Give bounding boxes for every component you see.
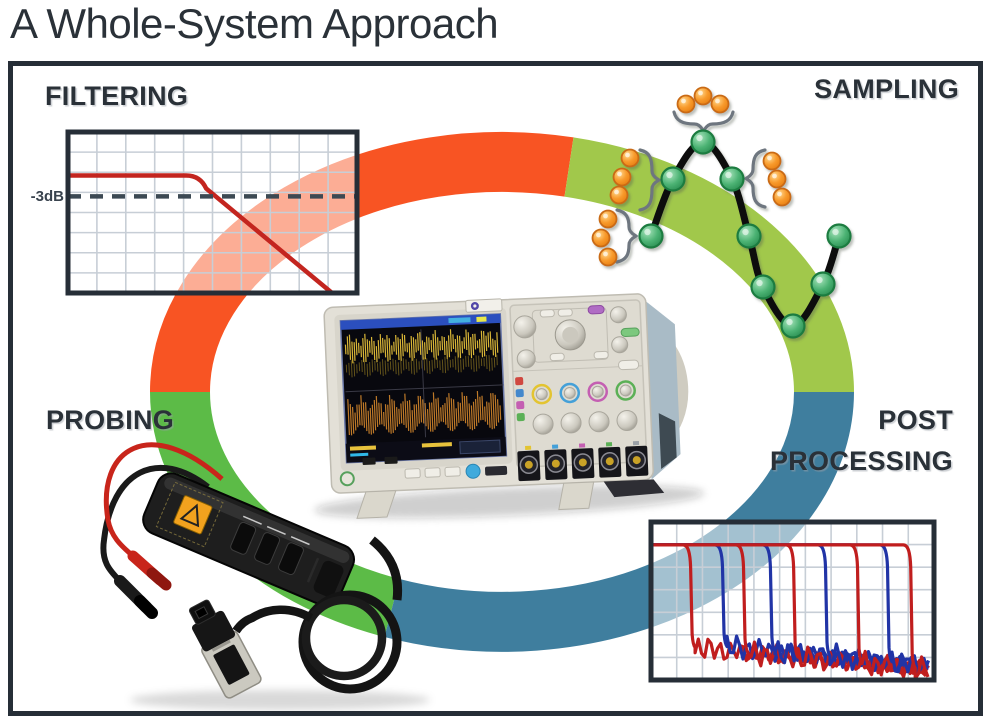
- adc-sample-dot: [767, 169, 787, 189]
- chart-border: [65, 129, 360, 296]
- probe-cable: [369, 536, 403, 601]
- threshold-label: -3dB: [30, 188, 64, 205]
- scope-knob: [560, 412, 582, 434]
- brace: [615, 208, 639, 264]
- warning-label: [173, 495, 213, 535]
- adc-sample-dot: [676, 94, 696, 114]
- probe-cable: [232, 605, 314, 634]
- section-label-filtering: FILTERING: [45, 81, 189, 111]
- adc-sample-dot: [762, 151, 782, 171]
- sample-dot: [719, 166, 745, 192]
- scope-touch-button: [465, 463, 481, 479]
- probe-switch: [278, 542, 304, 576]
- brace: [638, 148, 662, 212]
- section-label-post-processing: POST PROCESSING: [770, 400, 953, 482]
- scope-knob: [588, 411, 610, 433]
- warning-icon: [179, 503, 200, 528]
- scope-button: [618, 359, 640, 371]
- scope-foot: [558, 481, 595, 511]
- scope-button: [593, 350, 609, 360]
- filtering-chart: [65, 129, 360, 296]
- scope-button: [424, 467, 441, 478]
- section-label-sampling: SAMPLING: [814, 74, 959, 104]
- adc-sample-dot: [620, 148, 640, 168]
- brace: [672, 110, 735, 134]
- scope-save-button: [587, 305, 605, 315]
- probe-black-lead: [100, 464, 210, 584]
- page-title: A Whole-System Approach: [10, 0, 499, 47]
- scope-button: [444, 466, 461, 477]
- probe-photo: [100, 442, 430, 710]
- filter-bank-trace-blue: [651, 543, 929, 675]
- adc-sample-dot: [591, 228, 611, 248]
- brace: [743, 148, 767, 209]
- sample-dot: [750, 274, 776, 300]
- scope-knob: [516, 349, 536, 369]
- adc-sample-dot: [598, 209, 618, 229]
- sample-dot: [780, 313, 806, 339]
- sampling-waveform: [591, 86, 852, 339]
- sample-dot: [826, 223, 852, 249]
- chart-border: [648, 519, 937, 683]
- scope-knob: [611, 336, 629, 354]
- adc-sample-dot: [772, 187, 792, 207]
- scope-power-button: [339, 471, 355, 487]
- adc-sample-dot: [612, 167, 632, 187]
- scope-screen-waveforms: [344, 329, 504, 438]
- scope-knob: [532, 413, 554, 435]
- scope-knob: [513, 315, 537, 339]
- sample-dot: [690, 129, 716, 155]
- scope-knob: [616, 409, 638, 431]
- adc-sample-dot: [710, 94, 730, 114]
- scope-button: [404, 468, 421, 479]
- probe-switch: [230, 521, 257, 555]
- post-processing-chart: [648, 519, 937, 683]
- sample-dot: [810, 271, 836, 297]
- filter-bank-trace-red: [651, 543, 928, 679]
- probe-body: [142, 472, 356, 607]
- adc-sample-dot: [609, 185, 629, 205]
- sample-dot: [638, 223, 664, 249]
- probe-shadow: [130, 690, 430, 710]
- content-frame-border: [8, 61, 983, 716]
- post-label-line2: PROCESSING: [769, 446, 953, 476]
- scope-button: [557, 308, 573, 317]
- adc-sample-dot: [598, 247, 618, 267]
- oscilloscope-photo: [314, 293, 705, 519]
- sample-dot: [736, 223, 762, 249]
- probe-cable-coil: [301, 595, 387, 681]
- scope-knob: [609, 306, 627, 324]
- filter-bank-trace-red: [651, 543, 930, 681]
- probe-red-lead: [104, 442, 224, 558]
- scope-button: [549, 352, 565, 362]
- scope-button: [539, 309, 555, 318]
- adc-sample-dot: [693, 86, 713, 106]
- section-label-probing: PROBING: [46, 405, 175, 435]
- post-label-line1: POST: [878, 405, 953, 435]
- probe-switch: [254, 532, 281, 565]
- sample-dot: [660, 166, 686, 192]
- scope-bnc-connectors: [517, 440, 649, 482]
- scope-run-stop-button: [620, 327, 640, 337]
- scope-foot: [356, 490, 397, 519]
- probe-connector: [188, 599, 262, 699]
- scope-channel-controls: [531, 380, 638, 435]
- oscilloscope-shadow: [314, 485, 705, 519]
- filter-response-trace: [68, 173, 334, 295]
